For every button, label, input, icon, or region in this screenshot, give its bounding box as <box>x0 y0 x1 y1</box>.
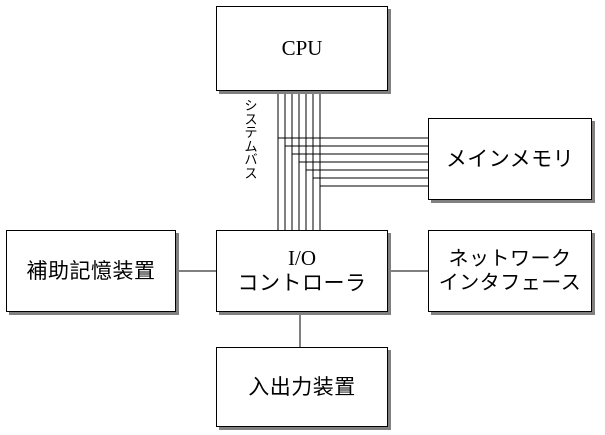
node-network-interface-label-line1: ネットワーク <box>448 246 572 271</box>
node-io-controller-label-line1: I/O <box>288 246 316 271</box>
node-network-interface-label-line2: インタフェース <box>438 270 582 294</box>
node-main-memory-label: メインメモリ <box>445 146 575 171</box>
node-io-controller[interactable]: I/O コントローラ <box>216 230 388 312</box>
node-main-memory[interactable]: メインメモリ <box>428 118 592 200</box>
node-cpu[interactable]: CPU <box>216 6 388 91</box>
node-aux-storage[interactable]: 補助記憶装置 <box>6 230 176 312</box>
node-cpu-label: CPU <box>281 36 323 61</box>
system-bus-caption: システムバス <box>244 99 258 182</box>
node-aux-storage-label: 補助記憶装置 <box>26 258 156 283</box>
node-network-interface[interactable]: ネットワーク インタフェース <box>428 230 592 312</box>
node-io-controller-label-line2: コントローラ <box>237 271 367 295</box>
node-io-device-label: 入出力装置 <box>248 374 356 399</box>
node-io-device[interactable]: 入出力装置 <box>216 347 388 427</box>
